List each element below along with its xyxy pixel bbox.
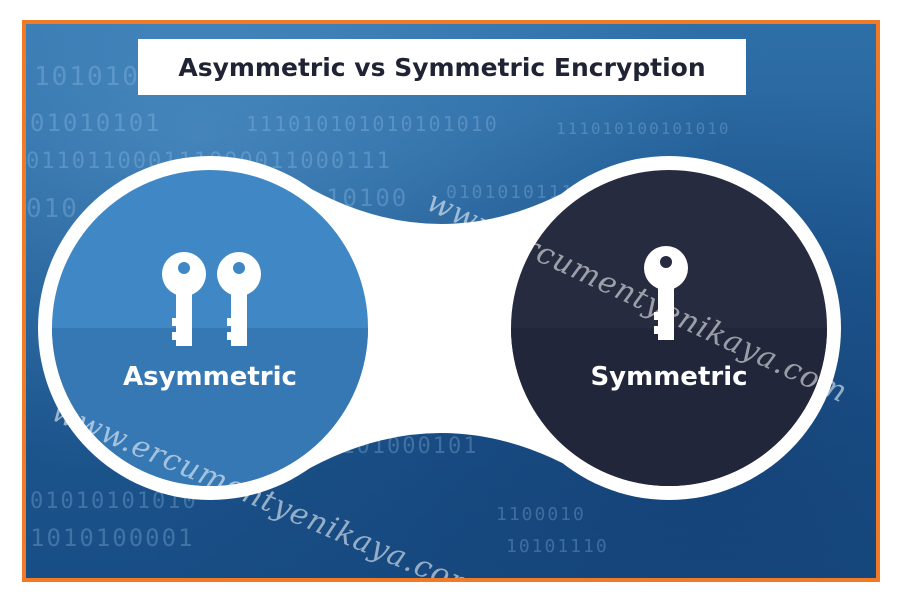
title-box: Asymmetric vs Symmetric Encryption	[138, 39, 746, 95]
asymmetric-label: Asymmetric	[123, 362, 297, 392]
binary-text: 10101110	[506, 536, 609, 557]
binary-text: 010	[26, 194, 79, 224]
single-key-icon	[644, 246, 688, 340]
binary-text: 1100010	[496, 504, 586, 525]
two-keys-icon	[162, 252, 261, 346]
asymmetric-circle-shade	[52, 328, 368, 486]
binary-text: 01010101	[30, 109, 162, 137]
binary-text: 0101010111	[446, 182, 575, 203]
symmetric-label: Symmetric	[590, 362, 748, 392]
binary-text: 101010	[34, 62, 140, 92]
comparison-graphic	[38, 156, 841, 500]
symmetric-circle-shade	[511, 328, 827, 486]
binary-text: 111010101010101010	[246, 112, 499, 136]
binary-text: 111010100101010	[556, 119, 731, 138]
diagram-title: Asymmetric vs Symmetric Encryption	[178, 52, 706, 82]
image-frame: 101010 01010101 011011000111000011000111…	[22, 20, 880, 582]
binary-text: 1010100001	[30, 524, 195, 552]
